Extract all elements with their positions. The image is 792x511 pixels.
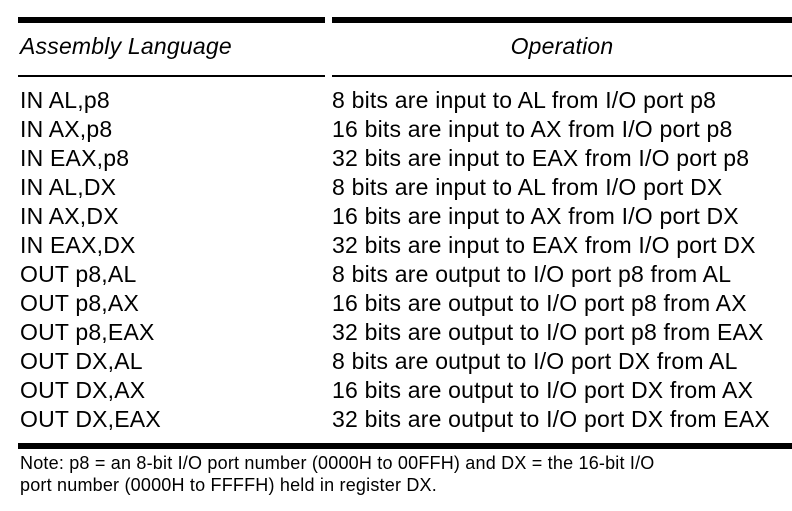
table-row: IN AX,DX 16 bits are input to AX from I/… <box>20 202 792 231</box>
table-row: IN AL,p8 8 bits are input to AL from I/O… <box>20 86 792 115</box>
assembly-cell: OUT p8,AL <box>20 261 137 287</box>
instruction-table-body: IN AL,p8 8 bits are input to AL from I/O… <box>20 86 792 434</box>
table-row: OUT DX,AL 8 bits are output to I/O port … <box>20 347 792 376</box>
assembly-cell: IN AX,DX <box>20 203 119 229</box>
table-row: IN EAX,p8 32 bits are input to EAX from … <box>20 144 792 173</box>
operation-cell: 16 bits are output to I/O port DX from A… <box>332 377 754 403</box>
table-row: OUT p8,AX 16 bits are output to I/O port… <box>20 289 792 318</box>
column-header-operation: Operation <box>510 33 614 59</box>
operation-cell: 32 bits are output to I/O port DX from E… <box>332 406 770 432</box>
table-row: OUT p8,AL 8 bits are output to I/O port … <box>20 260 792 289</box>
table-row: IN AL,DX 8 bits are input to AL from I/O… <box>20 173 792 202</box>
operation-cell: 8 bits are output to I/O port p8 from AL <box>332 261 732 287</box>
operation-cell: 32 bits are input to EAX from I/O port D… <box>332 232 756 258</box>
assembly-cell: IN EAX,p8 <box>20 145 130 171</box>
top-rule-right-segment <box>332 17 792 23</box>
top-rule-left-segment <box>18 17 325 23</box>
bottom-rule <box>18 443 792 449</box>
table-row: OUT p8,EAX 32 bits are output to I/O por… <box>20 318 792 347</box>
operation-cell: 16 bits are input to AX from I/O port DX <box>332 203 739 229</box>
header-divider-right-segment <box>332 75 792 77</box>
assembly-cell: IN EAX,DX <box>20 232 136 258</box>
assembly-cell: OUT DX,AL <box>20 348 143 374</box>
assembly-cell: IN AL,DX <box>20 174 117 200</box>
operation-cell: 32 bits are output to I/O port p8 from E… <box>332 319 764 345</box>
table-row: OUT DX,EAX 32 bits are output to I/O por… <box>20 405 792 434</box>
operation-cell: 16 bits are input to AX from I/O port p8 <box>332 116 733 142</box>
assembly-cell: OUT DX,EAX <box>20 406 161 432</box>
table-row: IN EAX,DX 32 bits are input to EAX from … <box>20 231 792 260</box>
table-note: Note: p8 = an 8-bit I/O port number (000… <box>20 453 655 495</box>
operation-cell: 16 bits are output to I/O port p8 from A… <box>332 290 747 316</box>
operation-cell: 32 bits are input to EAX from I/O port p… <box>332 145 750 171</box>
table-row: OUT DX,AX 16 bits are output to I/O port… <box>20 376 792 405</box>
operation-cell: 8 bits are input to AL from I/O port DX <box>332 174 723 200</box>
column-header-assembly-language: Assembly Language <box>20 33 232 59</box>
assembly-cell: OUT p8,EAX <box>20 319 155 345</box>
operation-cell: 8 bits are input to AL from I/O port p8 <box>332 87 717 113</box>
assembly-cell: OUT p8,AX <box>20 290 139 316</box>
assembly-cell: OUT DX,AX <box>20 377 146 403</box>
assembly-cell: IN AL,p8 <box>20 87 110 113</box>
assembly-cell: IN AX,p8 <box>20 116 113 142</box>
table-row: IN AX,p8 16 bits are input to AX from I/… <box>20 115 792 144</box>
header-divider-left-segment <box>18 75 325 77</box>
operation-cell: 8 bits are output to I/O port DX from AL <box>332 348 738 374</box>
